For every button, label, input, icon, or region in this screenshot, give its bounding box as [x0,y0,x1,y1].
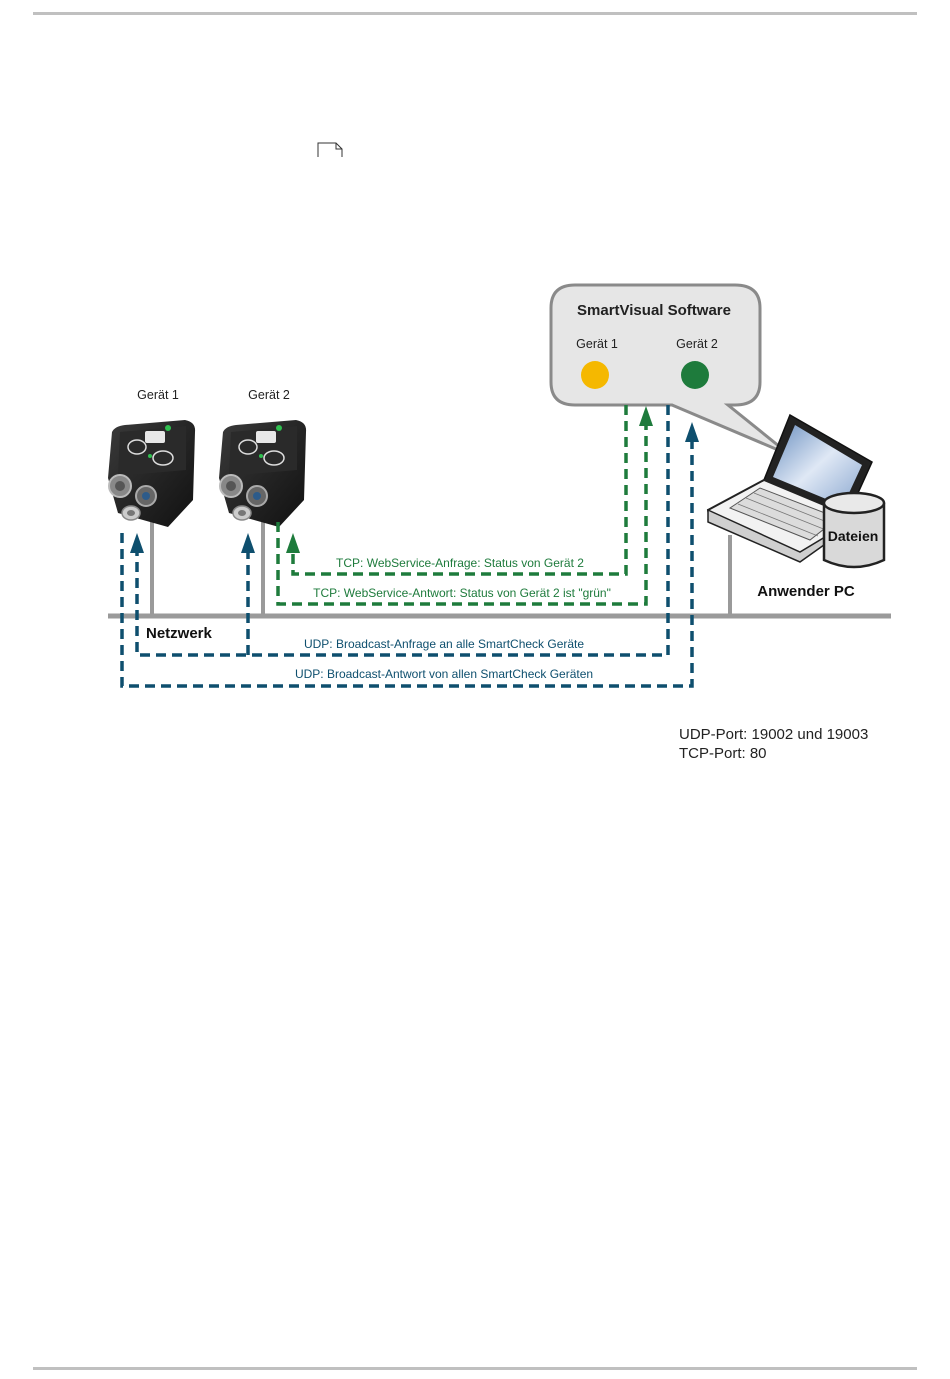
tcp-request-line [291,405,628,576]
device1-label: Gerät 1 [137,388,179,402]
udp-response-label: UDP: Broadcast-Antwort von allen SmartCh… [295,667,593,681]
device2-label: Gerät 2 [248,388,290,402]
udp-request-arrowhead-2 [241,533,255,553]
software-bubble [549,283,791,457]
tcp-request-label: TCP: WebService-Anfrage: Status von Gerä… [336,556,584,570]
tcp-response-label: TCP: WebService-Antwort: Status von Gerä… [313,586,611,600]
network-label: Netzwerk [146,625,213,642]
network-diagram: SmartVisual Software Gerät 1 Gerät 2 Ger… [108,142,891,688]
udp-response-arrowhead [685,422,699,442]
smartcheck-device-2-icon [219,420,307,527]
device1-status-dot [581,361,609,389]
laptop-icon [706,413,873,563]
software-title: SmartVisual Software [577,302,731,319]
udp-request-line [135,405,670,657]
udp-port-text: UDP-Port: 19002 und 19003 [679,726,869,743]
page-corner-icon [317,142,343,157]
database-icon [822,491,886,569]
files-label: Dateien [828,528,879,544]
tcp-port-text: TCP-Port: 80 [679,745,767,762]
software-device1-label: Gerät 1 [576,337,618,351]
software-device2-label: Gerät 2 [676,337,718,351]
udp-response-line [120,440,694,688]
device2-status-dot [681,361,709,389]
header-rule [33,12,917,15]
tcp-response-arrowhead [639,406,653,426]
udp-request-label: UDP: Broadcast-Anfrage an alle SmartChec… [304,637,584,651]
smartcheck-device-1-icon [108,420,196,527]
tcp-request-arrowhead [286,533,300,553]
port-info: UDP-Port: 19002 und 19003 TCP-Port: 80 [679,725,868,763]
udp-request-arrowhead-1 [130,533,144,553]
pc-label: Anwender PC [757,583,855,600]
tcp-response-line [276,418,648,606]
footer-rule [33,1367,917,1370]
